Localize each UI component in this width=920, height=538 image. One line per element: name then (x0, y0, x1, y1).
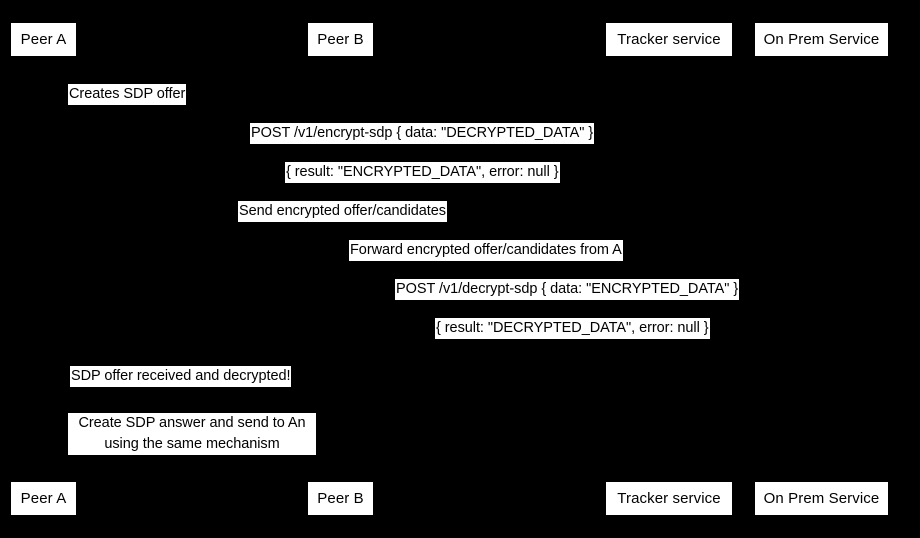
message-label-create-sdp-answer-line1: Create SDP answer and send to An (78, 415, 306, 431)
arrow-head-post-decrypt-sdp (813, 302, 821, 310)
message-label-sdp-offer-received: SDP offer received and decrypted! (70, 366, 292, 387)
message-label-post-encrypt-sdp: POST /v1/encrypt-sdp { data: "DECRYPTED_… (250, 123, 595, 144)
message-label-creates-sdp-offer: Creates SDP offer (68, 84, 187, 105)
message-label-decrypt-sdp-result: { result: "DECRYPTED_DATA", error: null … (435, 318, 710, 339)
arrow-head-creates-sdp-offer (43, 104, 51, 112)
arrow-sdp-offer-received (43, 392, 340, 393)
participant-head-peer-b[interactable]: Peer B (307, 22, 374, 57)
participant-foot-peer-b[interactable]: Peer B (307, 481, 374, 516)
message-label-forward-encrypted-offer: Forward encrypted offer/candidates from … (349, 240, 623, 261)
arrow-head-create-sdp-answer (43, 457, 51, 465)
arrow-send-encrypted-offer (43, 227, 669, 228)
message-label-send-encrypted-offer: Send encrypted offer/candidates (238, 201, 447, 222)
arrow-head-post-encrypt-sdp (813, 146, 821, 154)
lifeline-peer-a (43, 57, 44, 481)
participant-head-peer-a[interactable]: Peer A (10, 22, 77, 57)
arrow-create-sdp-answer (43, 460, 340, 461)
participant-foot-peer-a[interactable]: Peer A (10, 481, 77, 516)
participant-foot-tracker-service[interactable]: Tracker service (605, 481, 733, 516)
arrow-head-decrypt-sdp-result (340, 341, 348, 349)
participant-head-tracker-service[interactable]: Tracker service (605, 22, 733, 57)
arrow-post-decrypt-sdp (340, 305, 821, 306)
lifeline-on-prem (821, 57, 822, 481)
arrow-decrypt-sdp-result (340, 344, 821, 345)
arrow-forward-encrypted-offer (340, 266, 669, 267)
message-label-create-sdp-answer-line2: using the same mechanism (104, 436, 280, 452)
message-label-post-decrypt-sdp: POST /v1/decrypt-sdp { data: "ENCRYPTED_… (395, 279, 740, 300)
arrow-encrypt-sdp-result (43, 188, 821, 189)
arrow-head-sdp-offer-received (43, 389, 51, 397)
message-label-create-sdp-answer: Create SDP answer and send to An using t… (68, 413, 316, 455)
arrow-head-encrypt-sdp-result (43, 185, 51, 193)
arrow-head-send-encrypted-offer (661, 224, 669, 232)
arrow-post-encrypt-sdp (43, 149, 821, 150)
lifeline-tracker (669, 57, 670, 481)
participant-foot-on-prem-service[interactable]: On Prem Service (754, 481, 889, 516)
message-label-encrypt-sdp-result: { result: "ENCRYPTED_DATA", error: null … (285, 162, 560, 183)
participant-head-on-prem-service[interactable]: On Prem Service (754, 22, 889, 57)
arrow-head-forward-encrypted-offer (340, 263, 348, 271)
